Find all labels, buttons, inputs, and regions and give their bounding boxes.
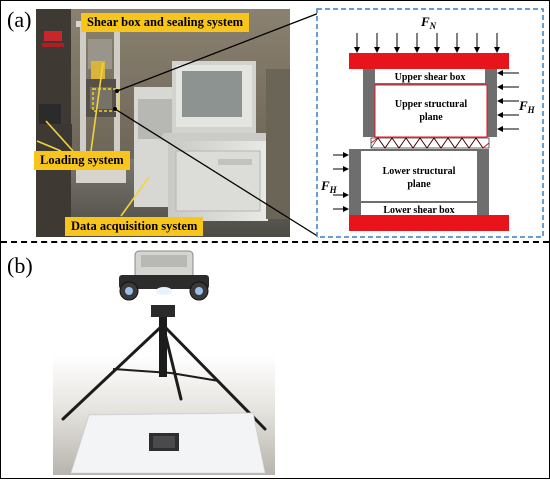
top-loading-plate bbox=[349, 53, 509, 69]
connector-top bbox=[116, 12, 320, 92]
lower-plane-label-1: Lower structural bbox=[383, 166, 456, 177]
loading-system-callout: Loading system bbox=[34, 151, 130, 170]
data-acquisition-callout: Data acquisition system bbox=[65, 217, 204, 236]
serrated-joint-outline bbox=[370, 137, 484, 149]
lower-shear-box-label-band bbox=[361, 203, 477, 215]
panel-divider bbox=[1, 241, 549, 243]
shear-box-callout: Shear box and sealing system bbox=[81, 13, 250, 32]
3d-scanner-illustration bbox=[53, 247, 275, 475]
panel-b-label: (b) bbox=[7, 253, 33, 278]
right-shear-arrows bbox=[501, 72, 519, 130]
data-acq-leader bbox=[120, 176, 150, 217]
upper-plane-label-1: Upper structural bbox=[395, 99, 468, 110]
fh-left-label: FH bbox=[320, 178, 338, 195]
bottom-loading-plate bbox=[349, 215, 509, 231]
lower-plane-label-2: plane bbox=[407, 179, 431, 190]
connector-bottom-dot bbox=[113, 107, 117, 111]
loading-leader-left bbox=[45, 120, 74, 152]
upper-shear-box-label-band bbox=[375, 69, 485, 83]
fh-right-label: FH bbox=[518, 98, 536, 115]
upper-plane-label-2: plane bbox=[419, 112, 443, 123]
shear-apparatus-photo bbox=[36, 9, 290, 237]
lower-structural-plane bbox=[361, 151, 477, 201]
normal-force-arrows bbox=[356, 33, 498, 49]
3d-scanner-photo bbox=[53, 247, 275, 475]
panel-a-label: (a) bbox=[7, 7, 32, 32]
shear-box-schematic: FN Upper shear box Upper structural plan… bbox=[316, 8, 544, 238]
upper-structural-plane bbox=[374, 84, 488, 138]
loading-leader-far bbox=[36, 140, 62, 152]
shear-box-highlight bbox=[92, 88, 120, 112]
connector-bottom bbox=[114, 108, 320, 238]
loading-leader-mid bbox=[90, 62, 104, 152]
shear-apparatus-illustration bbox=[36, 9, 290, 237]
upper-shear-box-label: Upper shear box bbox=[395, 72, 466, 83]
fn-label: FN bbox=[420, 14, 437, 31]
lower-shear-box-label: Lower shear box bbox=[383, 205, 454, 216]
connector-top-dot bbox=[115, 89, 119, 93]
